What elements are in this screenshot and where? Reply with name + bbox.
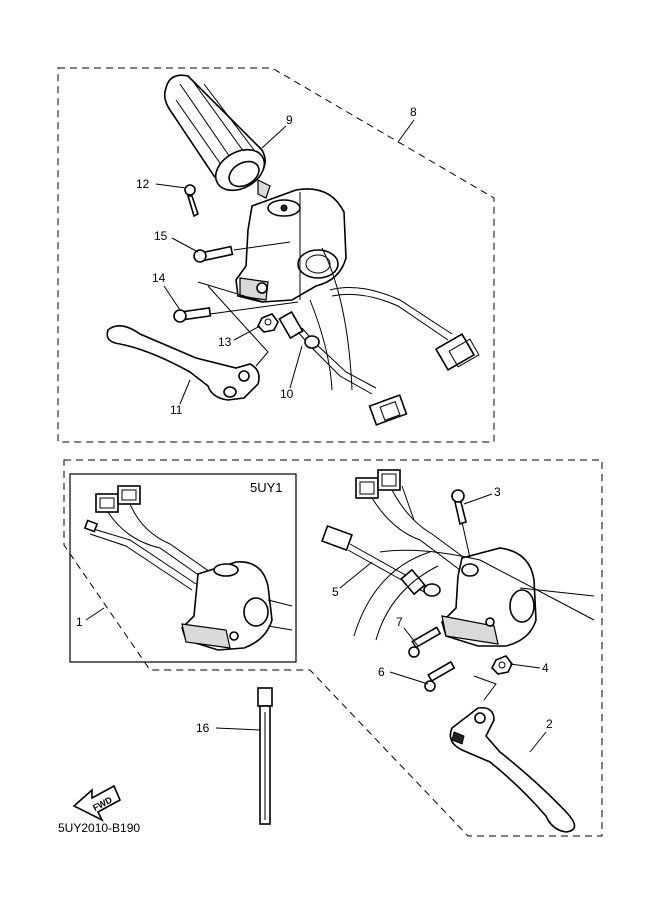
screw-12 [184,184,199,218]
lower-connectors [355,469,471,571]
callout-10: 10 [280,345,303,401]
assembly-guide-15 [233,241,291,251]
clutch-switch [400,568,441,597]
screw-15 [193,245,234,263]
inset-label: 5UY1 [250,480,283,495]
svg-text:3: 3 [494,485,501,499]
lower-handlebar-line-4 [375,565,439,641]
svg-text:6: 6 [378,665,385,679]
callout-15: 15 [154,229,199,253]
svg-text:11: 11 [170,403,183,417]
assembly-guide-lower [473,675,497,701]
assembly-guide-upper [207,285,269,367]
svg-text:2: 2 [546,717,553,731]
callout-14: 14 [152,271,181,311]
fwd-arrow: FWD [72,784,122,822]
lower-handlebar-line-2 [519,587,595,597]
handlebar-line-lower [309,299,333,391]
svg-text:14: 14 [152,271,166,285]
callout-1: 1 [76,607,105,629]
cable-tie [257,687,273,825]
brake-lever [106,325,260,401]
lower-switch-housing [441,547,537,647]
screw-7 [408,626,442,658]
callout-5: 5 [332,561,373,599]
callout-16: 16 [196,721,261,735]
nut-13 [257,313,279,333]
screw-3 [451,489,467,526]
svg-text:9: 9 [286,113,293,127]
inset-switch-housing [181,561,293,651]
callout-7: 7 [396,615,419,647]
svg-text:1: 1 [76,615,83,629]
screw-14 [173,307,212,323]
svg-text:16: 16 [196,721,210,735]
callout-13: 13 [218,325,261,349]
svg-text:10: 10 [280,387,294,401]
clutch-lever [449,706,576,833]
svg-text:8: 8 [410,105,417,119]
handlebar-line-upper [321,247,353,391]
assembly-guide-14 [209,301,299,315]
lower-handlebar-line-1 [379,549,595,621]
throttle-grip [163,74,271,199]
screw-6 [424,660,456,692]
diagram-code: 5UY2010-B190 [58,821,140,835]
callout-11: 11 [170,379,191,417]
front-brake-switch [278,310,408,426]
svg-text:12: 12 [136,177,150,191]
svg-text:15: 15 [154,229,168,243]
callout-2: 2 [529,717,553,753]
inset-connectors [83,485,211,591]
assembly-guide-3 [461,521,471,559]
svg-text:13: 13 [218,335,232,349]
group-8-boundary [57,67,495,443]
group-1-boundary [63,459,603,837]
callout-6: 6 [378,665,429,685]
assembly-guide-upper-2 [197,281,265,303]
svg-text:5: 5 [332,585,339,599]
callout-4: 4 [509,661,549,675]
nut-4 [491,655,513,675]
callout-9: 9 [261,113,293,149]
callout-3: 3 [463,485,501,505]
switch-cable-connector [329,287,480,371]
callout-12: 12 [136,177,187,191]
right-switch-housing [235,188,347,303]
svg-text:4: 4 [542,661,549,675]
callout-8: 8 [397,105,417,143]
svg-text:7: 7 [396,615,403,629]
lower-handlebar-line-3 [353,551,431,637]
inset-5uy1-box [69,473,297,663]
